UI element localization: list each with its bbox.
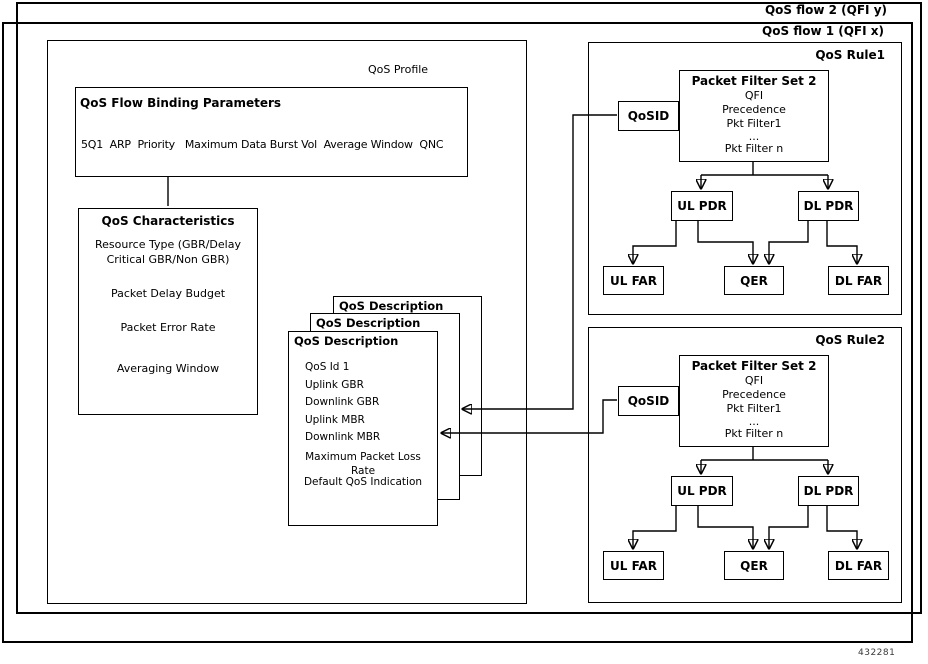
packet-filter-line: ... xyxy=(748,130,760,143)
qos-description-item-list: QoS Id 1 Uplink GBR Downlink GBR Uplink … xyxy=(305,359,380,447)
packet-filter-line: Precedence xyxy=(722,103,786,116)
ul-far-box: UL FAR xyxy=(603,551,664,580)
description-item: QoS Id 1 xyxy=(305,361,350,373)
qos-rule2-box: QoS Rule2 Packet Filter Set 2 QFI Preced… xyxy=(588,327,902,603)
qosid-box: QoSID xyxy=(618,101,679,131)
packet-filter-line: QFI xyxy=(744,89,764,102)
qos-profile-label: QoS Profile xyxy=(368,63,429,76)
qos-description-title: QoS Description xyxy=(316,316,421,330)
packet-filter-line: ... xyxy=(748,415,760,428)
description-item: Uplink MBR xyxy=(305,413,365,426)
dl-pdr-box: DL PDR xyxy=(798,476,859,506)
packet-filter-line: QFI xyxy=(744,374,764,387)
description-item: Downlink MBR xyxy=(305,431,381,443)
rule1-title: QoS Rule1 xyxy=(815,48,885,62)
binding-parameters-values: 5Q1 ARP Priority Maximum Data Burst Vol … xyxy=(81,138,444,151)
qos-rule1-box: QoS Rule1 Packet Filter Set 2 QFI Preced… xyxy=(588,42,902,315)
figure-number: 432281 xyxy=(858,648,896,658)
dl-far-box: DL FAR xyxy=(828,551,889,580)
description-default-qos-indication: Default QoS Indication xyxy=(303,476,423,488)
packet-filter-title: Packet Filter Set 2 xyxy=(691,359,817,373)
packet-filter-line: Pkt Filter1 xyxy=(726,402,782,415)
ul-far-box: UL FAR xyxy=(603,266,664,295)
packet-filter-line: Pkt Filter n xyxy=(724,142,784,155)
description-item: Uplink GBR xyxy=(305,378,364,391)
binding-parameters-title: QoS Flow Binding Parameters xyxy=(80,96,282,110)
ul-pdr-box: UL PDR xyxy=(671,191,733,221)
qos-flow2-label: QoS flow 2 (QFI y) xyxy=(764,3,887,17)
packet-filter-line: Pkt Filter n xyxy=(724,427,784,440)
characteristic-packet-delay-budget: Packet Delay Budget xyxy=(110,287,226,300)
packet-filter-title: Packet Filter Set 2 xyxy=(691,74,817,88)
description-max-packet-loss: Maximum Packet Loss Rate xyxy=(305,451,421,477)
dl-far-box: DL FAR xyxy=(828,266,889,295)
characteristics-box: QoS Characteristics Resource Type (GBR/D… xyxy=(78,208,258,415)
characteristics-title: QoS Characteristics xyxy=(101,214,235,228)
qosid-box: QoSID xyxy=(618,386,679,416)
qos-flow1-frame xyxy=(2,22,913,643)
characteristic-averaging-window: Averaging Window xyxy=(116,362,220,375)
qos-flow2-frame xyxy=(16,2,922,614)
packet-filter-line: Precedence xyxy=(722,388,786,401)
qos-flow1-label: QoS flow 1 (QFI x) xyxy=(762,24,884,38)
qer-box: QER xyxy=(724,551,784,580)
qer-box: QER xyxy=(724,266,784,295)
rule2-title: QoS Rule2 xyxy=(815,333,885,347)
packet-filter-box: Packet Filter Set 2 QFI Precedence Pkt F… xyxy=(679,355,829,447)
characteristic-resource-type: Resource Type (GBR/Delay Critical GBR/No… xyxy=(95,238,241,266)
ul-pdr-box: UL PDR xyxy=(671,476,733,506)
description-item: Downlink GBR xyxy=(305,396,380,408)
packet-filter-box: Packet Filter Set 2 QFI Precedence Pkt F… xyxy=(679,70,829,162)
binding-parameters-box: QoS Flow Binding Parameters 5Q1 ARP Prio… xyxy=(75,87,468,177)
characteristic-packet-error-rate: Packet Error Rate xyxy=(120,321,216,334)
qos-description-box-front: QoS Description QoS Id 1 Uplink GBR Down… xyxy=(288,331,438,526)
packet-filter-line: Pkt Filter1 xyxy=(726,117,782,130)
dl-pdr-box: DL PDR xyxy=(798,191,859,221)
qos-description-title: QoS Description xyxy=(339,299,444,313)
qos-description-title: QoS Description xyxy=(294,334,399,348)
